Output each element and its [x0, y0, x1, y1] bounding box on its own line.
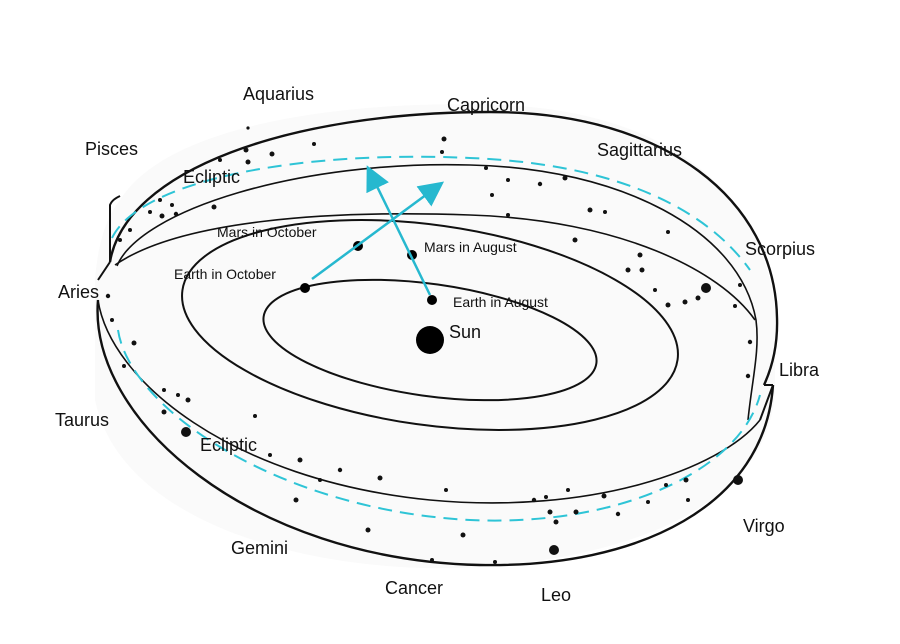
band-mid-ring	[114, 213, 756, 321]
sightline-august-arrow	[366, 165, 432, 296]
label-sun: Sun	[449, 322, 481, 342]
label-ecliptic-front: Ecliptic	[200, 435, 257, 455]
label-pisces: Pisces	[85, 139, 138, 159]
earth-october-dot	[300, 283, 310, 293]
label-taurus: Taurus	[55, 410, 109, 430]
earth-august-dot	[427, 295, 437, 305]
label-libra: Libra	[779, 360, 820, 380]
label-virgo: Virgo	[743, 516, 785, 536]
ecliptic-dashed-back	[111, 155, 751, 271]
band-right-edge	[759, 384, 774, 421]
label-leo: Leo	[541, 585, 571, 605]
label-ecliptic-back: Ecliptic	[183, 167, 240, 187]
label-scorpius: Scorpius	[745, 239, 815, 259]
label-cancer: Cancer	[385, 578, 443, 598]
label-gemini: Gemini	[231, 538, 288, 558]
band-left-edge	[97, 195, 121, 281]
band-top-rim	[108, 110, 779, 386]
ecliptic-dashed-front	[117, 329, 761, 522]
band-inner-rim	[116, 163, 758, 421]
label-sagittarius: Sagittarius	[597, 140, 682, 160]
label-capricorn: Capricorn	[447, 95, 525, 115]
earth-orbit	[262, 278, 598, 402]
mars-orbit	[181, 219, 679, 431]
label-aquarius: Aquarius	[243, 84, 314, 104]
label-earth-october: Earth in October	[174, 266, 276, 282]
sun-disc	[416, 326, 444, 354]
sightline-october-arrow	[311, 181, 445, 281]
band-bottom-rim	[96, 299, 775, 567]
star-field	[105, 126, 753, 564]
label-earth-august: Earth in August	[453, 294, 548, 310]
label-aries: Aries	[58, 282, 99, 302]
label-mars-october: Mars in October	[217, 224, 317, 240]
label-mars-august: Mars in August	[424, 239, 517, 255]
